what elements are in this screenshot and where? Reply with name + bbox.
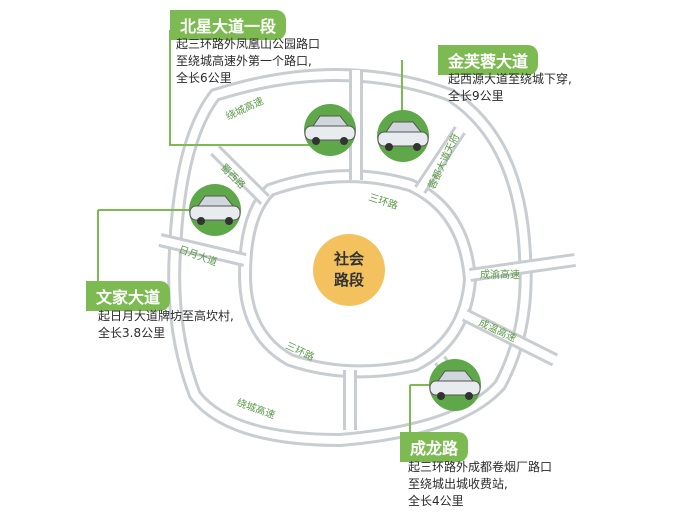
center-badge-line1: 社会: [333, 250, 364, 268]
callout-line: 起三环路外凤凰山公园路口: [176, 37, 321, 51]
callout-desc-beixing: 起三环路外凤凰山公园路口 至绕城高速外第一个路口, 全长6公里: [176, 36, 320, 87]
car-marker-wenjia[interactable]: [189, 184, 241, 236]
callout-line: 至绕城高速外第一个路口,: [176, 54, 312, 68]
center-badge-line2: 路段: [333, 271, 364, 289]
callout-desc-wenjia: 起日月大道牌坊至高坎村, 全长3.8公里: [98, 308, 234, 342]
road-label-chengyu: 成渝高速: [480, 268, 520, 281]
callout-title-jinfurong: 金芙蓉大道: [438, 45, 539, 75]
callout-line: 全长6公里: [176, 71, 232, 85]
car-marker-jinfurong[interactable]: [377, 110, 429, 162]
callout-line: 全长4公里: [408, 494, 464, 508]
ring-expressway: [167, 68, 533, 448]
callout-line: 起三环路外成都卷烟厂路口: [408, 460, 553, 474]
callout-leaders: [97, 30, 440, 440]
callout-line: 全长3.8公里: [98, 326, 166, 340]
callout-desc-chenglong: 起三环路外成都卷烟厂路口 至绕城出城收费站, 全长4公里: [408, 459, 552, 510]
callout-line: 起日月大道牌坊至高坎村,: [98, 309, 234, 323]
callout-title-wenjia: 文家大道: [86, 281, 171, 311]
road-label-third-ring-top: 三环路: [367, 190, 400, 212]
road-label-chengwen: 成温高速: [477, 316, 519, 345]
callout-title-beixing: 北星大道一段: [170, 10, 287, 40]
road-label-ring-top: 绕城高速: [224, 94, 266, 123]
car-marker-beixing[interactable]: [304, 104, 356, 156]
road-label-right-top: 蓉都大道天府: [425, 131, 462, 191]
road-label-ring-bottom: 绕城高速: [235, 396, 277, 422]
center-badge: 社会 路段: [313, 234, 385, 306]
callout-line: 全长9公里: [448, 89, 504, 103]
callout-desc-jinfurong: 起西源大道至绕城下穿, 全长9公里: [448, 71, 572, 105]
callout-line: 起西源大道至绕城下穿,: [448, 72, 572, 86]
callout-title-chenglong: 成龙路: [400, 432, 469, 462]
car-marker-chenglong[interactable]: [429, 359, 481, 411]
callout-line: 至绕城出城收费站,: [408, 477, 508, 491]
third-ring-road: [237, 169, 478, 379]
